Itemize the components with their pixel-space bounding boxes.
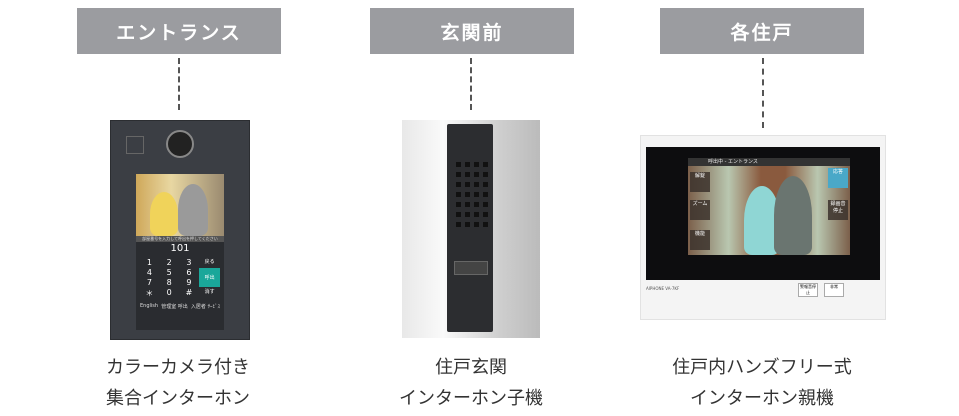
key: 7 — [146, 278, 152, 287]
camera-icon — [166, 130, 194, 158]
monitor-screen: 呼出中 - エントランス 解錠 ズーム 機能 応答 録画音 停止 — [688, 158, 850, 255]
delete-key: 消す — [204, 289, 215, 295]
connector-line — [178, 58, 180, 110]
answer-button: 応答 — [828, 168, 848, 188]
key: 2 — [166, 258, 172, 267]
speaker-grille — [456, 162, 488, 227]
entrance-screen: 部屋番号を入力して呼出を押してください 101 1 2 3 戻る 4 5 6 呼… — [136, 174, 224, 330]
header-front-door: 玄関前 — [370, 8, 574, 54]
caption-line: インターホン親機 — [690, 388, 834, 409]
caption-front-door: 住戸玄関 インターホン子機 — [341, 352, 601, 414]
key: ＊ — [145, 289, 154, 298]
zoom-button: ズーム — [690, 200, 710, 220]
key: 0 — [166, 288, 172, 297]
brand-label: AIPHONE VA-7KF — [646, 286, 680, 291]
caption-line: 集合インターホン — [106, 388, 250, 409]
function-button: 機能 — [690, 230, 710, 250]
alarm-stop-label: 警報音停止 — [798, 283, 818, 297]
manager-key: 管理室 呼出 — [161, 304, 188, 310]
caption-line: 住戸玄関 — [435, 357, 507, 378]
key: 5 — [166, 268, 172, 277]
camera-photo — [136, 174, 224, 236]
key: 4 — [146, 268, 152, 277]
caption-line: カラーカメラ付き — [106, 357, 250, 378]
door-station-body — [447, 124, 493, 332]
key: 9 — [186, 278, 192, 287]
key: 3 — [186, 258, 192, 267]
call-button — [454, 261, 488, 275]
instruction-text: 部屋番号を入力して呼出を押してください — [136, 236, 224, 242]
header-entrance: エントランス — [77, 8, 281, 54]
key: 8 — [166, 278, 172, 287]
indoor-monitor-image: 呼出中 - エントランス 解錠 ズーム 機能 応答 録画音 停止 AIPHONE… — [640, 135, 886, 320]
header-each-unit: 各住戸 — [660, 8, 864, 54]
key: 1 — [146, 258, 152, 267]
door-station-image — [402, 120, 540, 338]
caption-line: インターホン子機 — [399, 388, 543, 409]
monitor-title: 呼出中 - エントランス — [688, 158, 850, 166]
caption-each-unit: 住戸内ハンズフリー式 インターホン親機 — [632, 352, 892, 414]
key: 6 — [186, 268, 192, 277]
resident-key: 入居者 ｻｰﾋﾞｽ — [190, 304, 220, 310]
back-key: 戻る — [204, 259, 215, 265]
caption-entrance: カラーカメラ付き 集合インターホン — [48, 352, 308, 414]
stop-button: 録画音 停止 — [828, 200, 848, 220]
emergency-label: 非常 — [824, 283, 844, 297]
room-number: 101 — [170, 243, 190, 254]
connector-line — [470, 58, 472, 110]
caption-line: 住戸内ハンズフリー式 — [672, 357, 852, 378]
call-key: 呼出 — [199, 268, 220, 287]
entrance-intercom-image: 部屋番号を入力して呼出を押してください 101 1 2 3 戻る 4 5 6 呼… — [110, 120, 250, 340]
connector-line — [762, 58, 764, 128]
english-key: English — [140, 303, 159, 309]
unlock-button: 解錠 — [690, 172, 710, 192]
key: # — [185, 288, 193, 297]
sensor — [126, 136, 144, 154]
